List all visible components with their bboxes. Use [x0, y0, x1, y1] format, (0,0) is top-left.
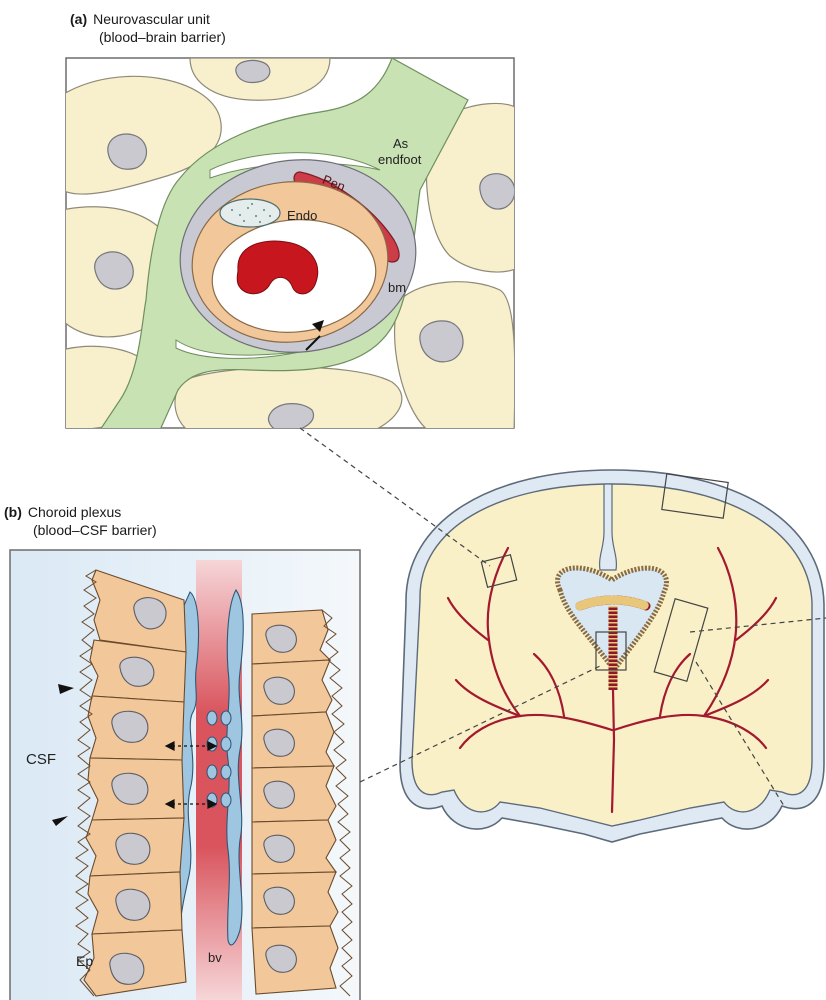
- label-bv: bv: [208, 950, 222, 965]
- panel-a-figure: As endfoot Pen Endo bm: [62, 58, 518, 432]
- epithelium-right: [252, 610, 338, 994]
- brain-section: [400, 470, 824, 842]
- label-endfoot: endfoot: [378, 152, 422, 167]
- nucleus: [236, 60, 270, 82]
- endothelial-nucleus: [220, 199, 280, 227]
- label-endo: Endo: [287, 208, 317, 223]
- panel-b-figure: CSF bv Ep: [10, 550, 360, 1000]
- label-ep: Ep: [76, 953, 93, 969]
- label-csf: CSF: [26, 751, 56, 768]
- label-bm: bm: [388, 280, 406, 295]
- nucleus: [108, 134, 147, 169]
- label-as: As: [393, 136, 409, 151]
